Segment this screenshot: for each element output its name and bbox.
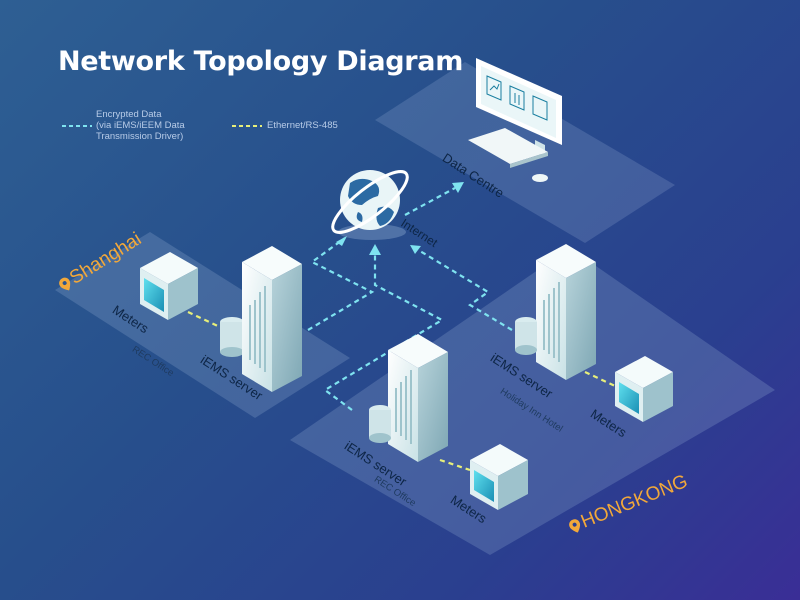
keyboard [468,128,548,164]
hk-rec-meter [470,444,528,510]
hk-rec-server [369,334,448,462]
legend-encrypted: Encrypted Data (via iEMS/iEEM Data Trans… [96,109,185,142]
hongkong-platform [290,248,775,555]
arrow-hotel-internet [410,245,421,254]
hk-hotel-meter-ethernet [584,371,616,387]
shanghai-location: Shanghai [55,229,146,297]
hk-rec-to-internet-link [323,252,445,411]
arrows-icon [509,85,525,111]
encrypted-connections [307,187,513,411]
arrow-data-centre [452,182,464,193]
location-pin-icon [59,277,71,291]
hk-hotel-meter [615,356,673,422]
ethernet-connections [187,311,616,472]
page-title: Network Topology Diagram [58,46,464,77]
sh-meter-ethernet [187,311,223,329]
legend-encrypted-label: Encrypted Data (via iEMS/iEEM Data Trans… [96,109,185,142]
legend-ethernet: Ethernet/RS-485 [267,120,338,131]
meter-screen [619,382,639,414]
location-pin-icon [569,519,581,533]
arrowheads [336,182,464,255]
data-centre-computer [468,58,562,182]
meter-screen [144,278,164,312]
hongkong-location: HONGKONG [566,471,691,539]
globe-ring [331,170,409,234]
arrow-hk-internet [369,244,381,255]
arrow-shanghai-internet [336,236,347,246]
chart-icon [486,75,502,101]
shanghai-to-internet-link [307,237,375,331]
shanghai-server [220,246,302,392]
shanghai-meter [140,252,198,320]
image-icon [532,95,548,121]
mouse [532,174,548,182]
internet-globe [331,170,409,240]
meter-screen [474,470,494,502]
internet-to-data-centre-link [404,187,456,216]
hk-hotel-server [515,244,596,380]
legend-ethernet-label: Ethernet/RS-485 [267,120,338,131]
